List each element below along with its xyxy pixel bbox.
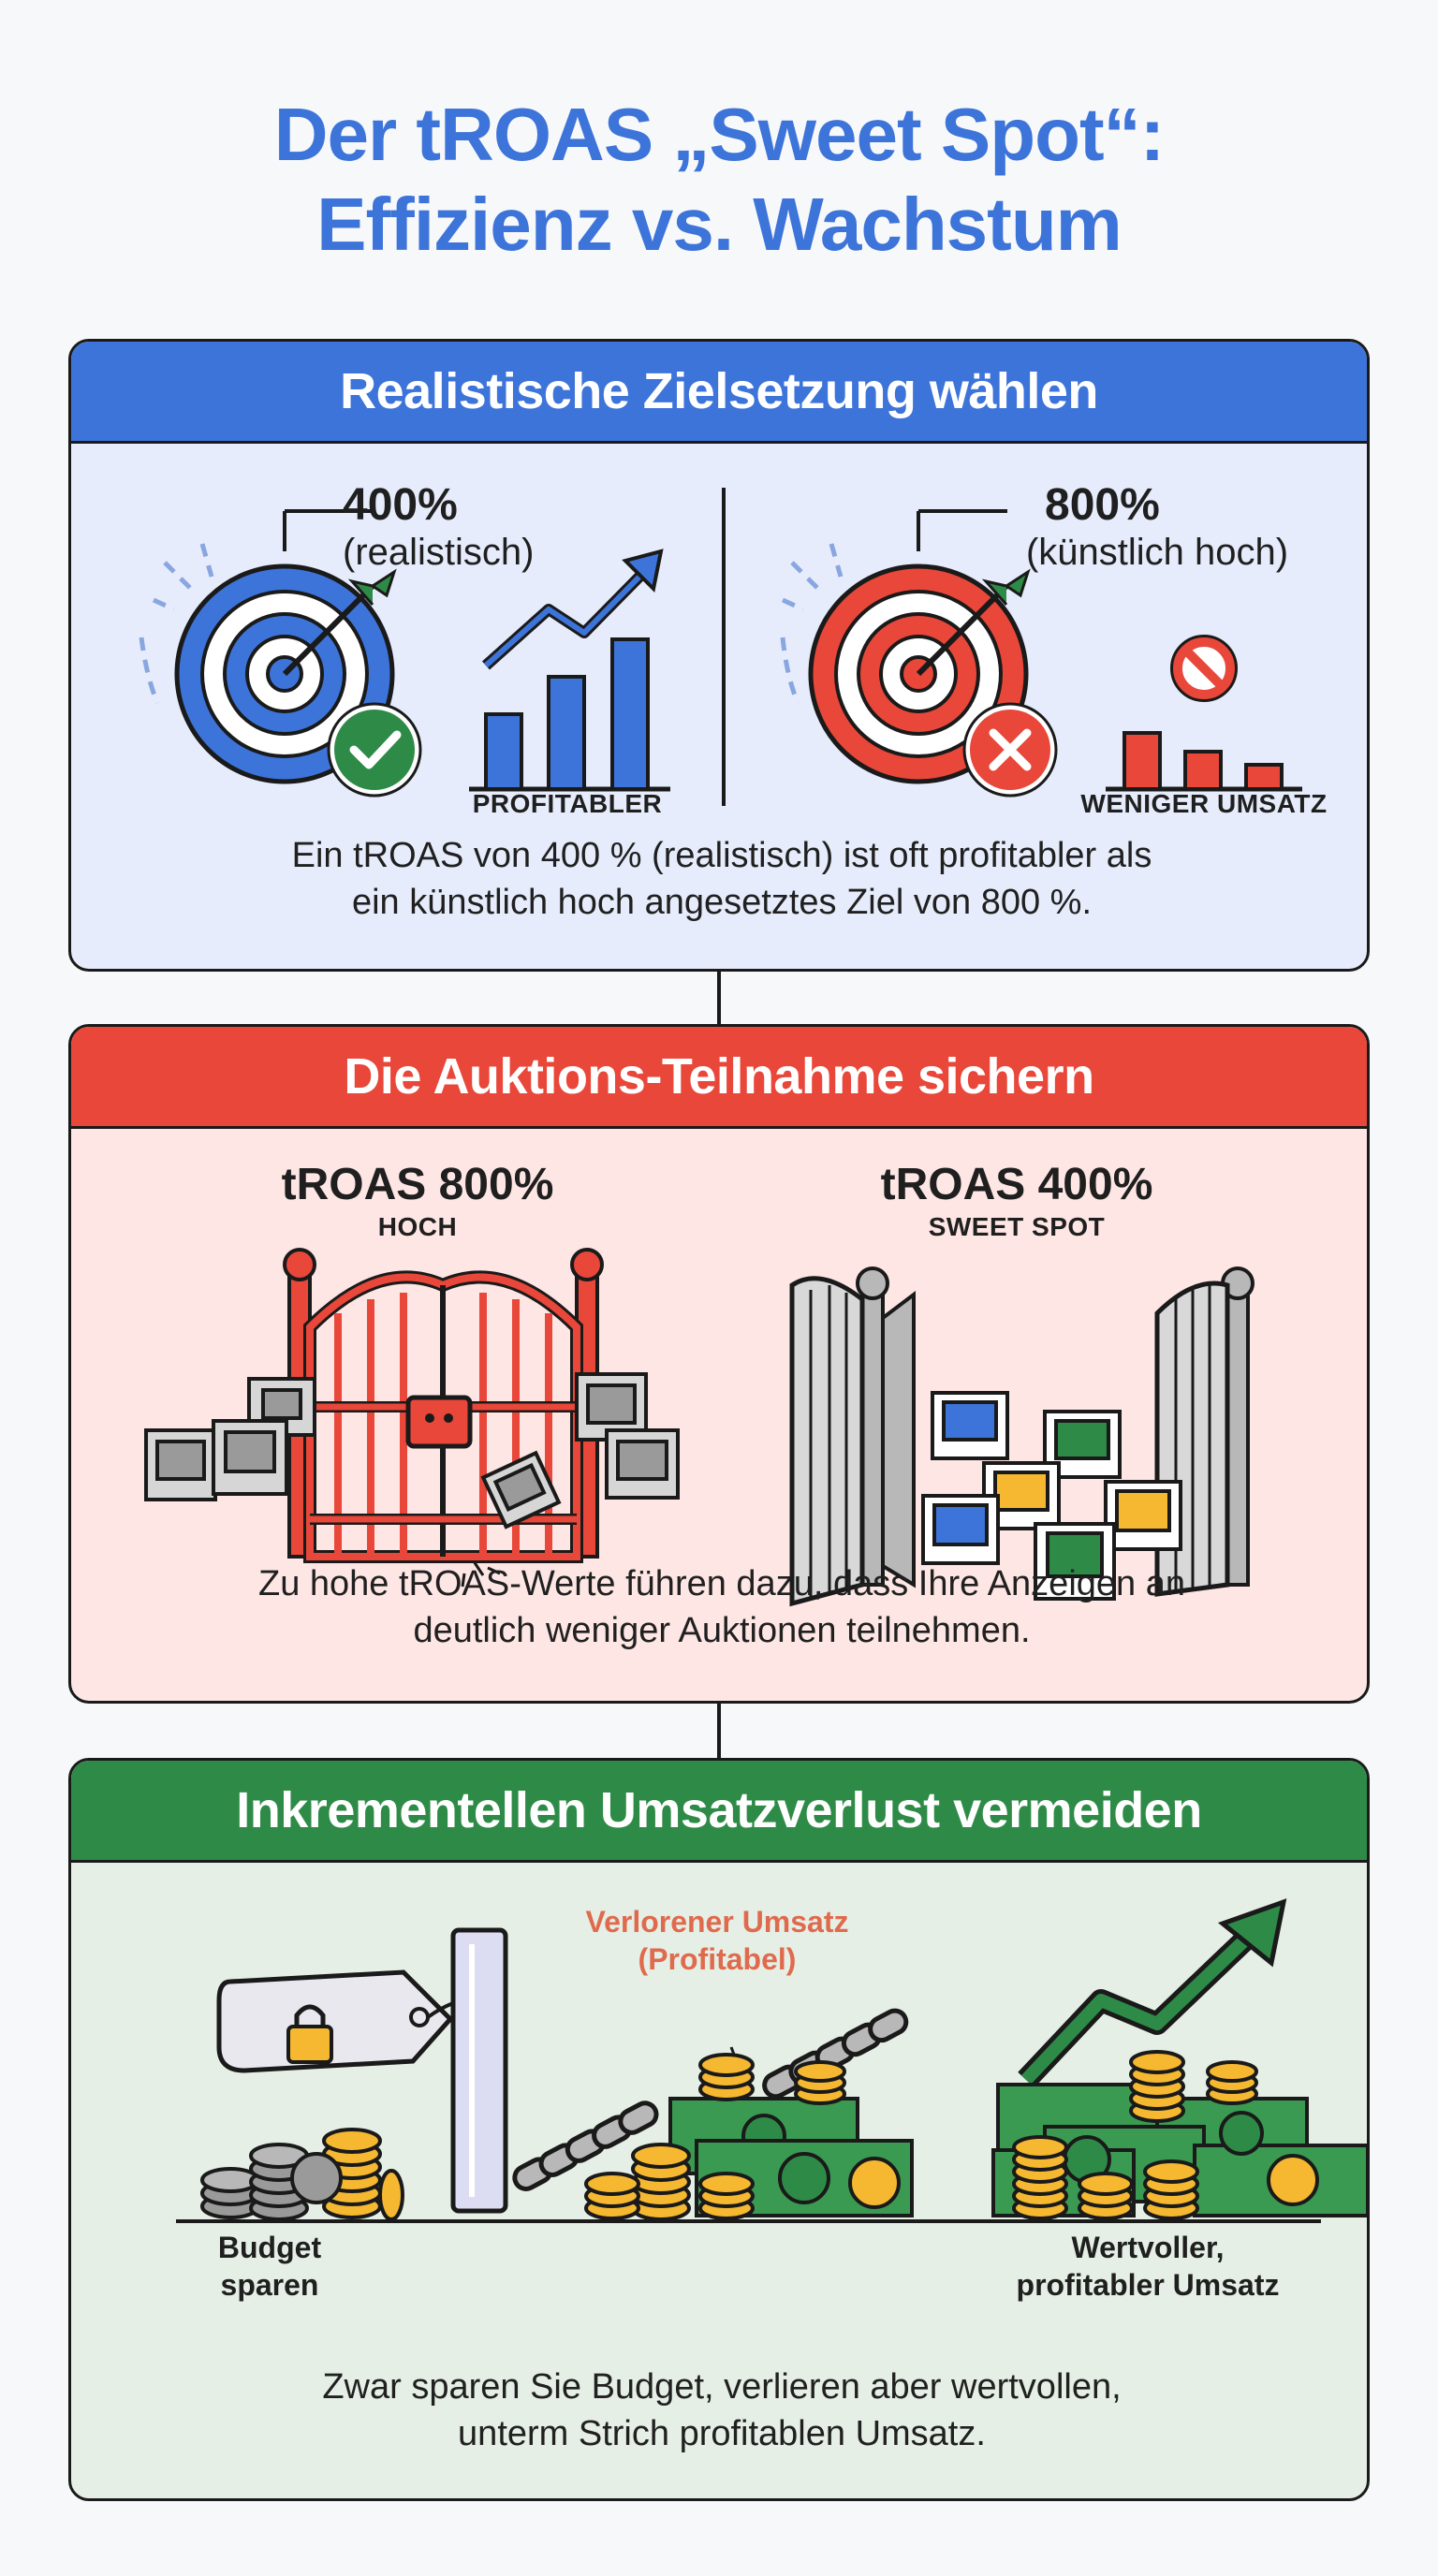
high-troas-caption: HOCH	[377, 1212, 458, 1241]
section-incremental-revenue-text-line2: unterm Strich profitablen Umsatz.	[458, 2414, 986, 2453]
money-icon	[584, 2053, 914, 2221]
rising-bar-chart-icon	[469, 549, 670, 792]
section-realistic-goal-text: Ein tROAS von 400 % (realistisch) ist of…	[71, 832, 1367, 926]
happy-ad-icon	[921, 1391, 1182, 1601]
price-tag-lock-icon	[216, 1969, 495, 2073]
right-goal-note: (künstlich hoch)	[1025, 532, 1289, 573]
high-troas-value: tROAS 800%	[281, 1160, 554, 1209]
barrier-icon	[450, 1927, 508, 2214]
coin-stack-icon	[200, 2128, 404, 2221]
section-auction-participation-text: Zu hohe tROAS-Werte führen dazu, dass Ih…	[71, 1560, 1367, 1654]
section-realistic-goal-illustration	[139, 488, 1302, 806]
target-icon	[139, 509, 397, 784]
section-revenue-illustration	[176, 1898, 1367, 2223]
connector-line-2	[717, 1704, 721, 1758]
page-title-line1: Der tROAS „Sweet Spot“:	[273, 93, 1165, 176]
sad-ad-icon	[144, 1372, 680, 1530]
lost-revenue-label: Verlorener Umsatz (Profitabel)	[530, 1903, 904, 1978]
money-icon	[991, 2050, 1367, 2220]
lost-revenue-label-line2: (Profitabel)	[638, 1942, 797, 1976]
left-goal-note: (realistisch)	[343, 532, 535, 573]
section-auction-illustration	[144, 1248, 1255, 1607]
section-incremental-revenue-header: Inkrementellen Umsatzverlust vermeiden	[71, 1761, 1367, 1863]
section-realistic-goal-text-line2: ein künstlich hoch angesetztes Ziel von …	[351, 883, 1093, 922]
save-budget-label: Budget sparen	[176, 2229, 363, 2304]
section-incremental-revenue: Inkrementellen Umsatzverlust vermeiden	[68, 1758, 1370, 2501]
page-title: Der tROAS „Sweet Spot“: Effizienz vs. Wa…	[0, 90, 1438, 270]
falling-bar-chart-icon	[1106, 731, 1302, 792]
section-realistic-goal: Realistische Zielsetzung wählen	[68, 339, 1370, 972]
no-entry-icon	[1170, 635, 1238, 702]
section-auction-participation: Die Auktions-Teilnahme sichern tROAS 800…	[68, 1024, 1370, 1704]
sweet-spot-troas-caption: SWEET SPOT	[928, 1212, 1106, 1241]
left-goal-value: 400%	[343, 480, 458, 530]
locked-gate-icon	[283, 1248, 604, 1588]
section-realistic-goal-header: Realistische Zielsetzung wählen	[71, 342, 1367, 444]
section-realistic-goal-text-line1: Ein tROAS von 400 % (realistisch) ist of…	[291, 836, 1152, 875]
cross-icon	[962, 702, 1058, 798]
section-auction-participation-text-line1: Zu hohe tROAS-Werte führen dazu, dass Ih…	[258, 1564, 1185, 1603]
section-incremental-revenue-text-line1: Zwar sparen Sie Budget, verlieren aber w…	[322, 2367, 1122, 2407]
right-goal-caption: WENIGER UMSATZ	[1080, 789, 1328, 818]
section-auction-participation-header: Die Auktions-Teilnahme sichern	[71, 1027, 1367, 1129]
lost-revenue-label-line1: Verlorener Umsatz	[585, 1905, 849, 1939]
open-gate-icon	[789, 1266, 1255, 1607]
section-incremental-revenue-text: Zwar sparen Sie Budget, verlieren aber w…	[71, 2364, 1367, 2457]
valuable-revenue-label: Wertvoller, profitabler Umsatz	[970, 2229, 1326, 2304]
left-goal-caption: PROFITABLER	[472, 789, 663, 818]
save-budget-label-line2: sparen	[220, 2268, 319, 2302]
page-title-line2: Effizienz vs. Wachstum	[316, 183, 1123, 266]
valuable-revenue-label-line2: profitabler Umsatz	[1016, 2268, 1280, 2302]
sweet-spot-troas-value: tROAS 400%	[880, 1160, 1153, 1209]
save-budget-label-line1: Budget	[217, 2231, 322, 2264]
connector-line-1	[717, 972, 721, 1024]
growth-arrow-icon	[1018, 1898, 1287, 2088]
right-goal-value: 800%	[1045, 480, 1160, 530]
check-icon	[327, 702, 422, 798]
valuable-revenue-label-line1: Wertvoller,	[1071, 2231, 1225, 2264]
section-auction-participation-text-line2: deutlich weniger Auktionen teilnehmen.	[413, 1611, 1031, 1650]
